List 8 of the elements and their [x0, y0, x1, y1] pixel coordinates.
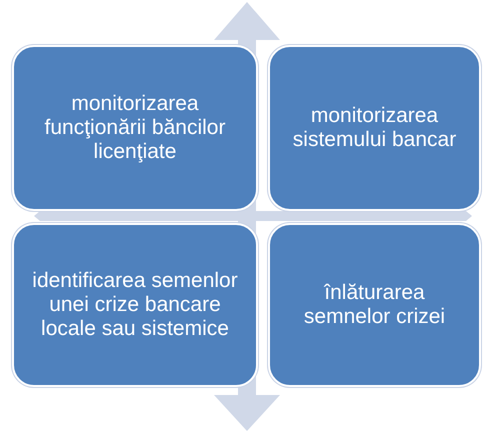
box-text: identificarea semenlor unei crize bancare locale sau sistemice: [31, 269, 239, 341]
process-box: [12, 45, 258, 211]
box-text: monitorizarea sistemului bancar: [292, 104, 458, 152]
process-box: [268, 223, 481, 387]
process-box: [268, 45, 481, 211]
box-text: înlăturarea semnelor crizei: [302, 281, 446, 329]
box-text: monitorizarea funcţionării băncilor licenţiate: [44, 92, 226, 164]
process-box: [12, 223, 258, 387]
